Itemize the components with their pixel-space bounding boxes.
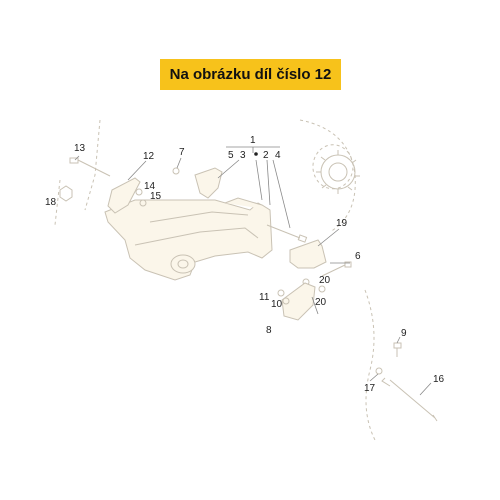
part-17-nut [375,367,383,375]
part-number-banner: Na obrázku díl číslo 12 [160,59,341,90]
callout-1: 1 [250,135,256,146]
callout-17: 17 [364,383,376,394]
callout-8: 8 [266,325,272,336]
part-15-washer [139,199,147,207]
callout-13: 13 [74,143,86,154]
callout-5: 5 [228,150,234,161]
part-16-axle [381,377,438,422]
part-20-nut-b [318,285,326,293]
part-13-bolt [69,157,111,177]
callout-15: 15 [150,191,162,202]
callout-labels: 1 5 3 2 4 13 12 7 14 15 18 19 6 20 11 10… [45,135,445,394]
callout-dot [254,152,258,156]
callout-7: 7 [179,147,185,158]
callout-3: 3 [240,150,246,161]
part-4-bolt [266,224,308,243]
callout-11: 11 [259,292,270,303]
callout-10: 10 [271,299,283,310]
part-10-washer [282,297,290,305]
callout-2: 2 [263,150,269,161]
callout-4: 4 [275,150,281,161]
callout-6: 6 [355,251,361,262]
leader-lines [74,146,432,396]
hub-gear-outline [316,150,360,194]
part-18-nut [59,185,73,202]
callout-20: 20 [315,297,327,308]
part-12-bracket [107,177,141,214]
part-9-bolt [393,342,402,357]
callout-20: 20 [319,275,331,286]
swing-arm [104,197,273,281]
callout-19: 19 [336,218,348,229]
part-8-plate [281,282,316,321]
callout-12: 12 [143,151,155,162]
callout-9: 9 [401,328,407,339]
callout-18: 18 [45,197,57,208]
part-14-washer [135,188,143,196]
part-11-washer [277,289,285,297]
part-19-bracket [289,239,327,269]
callout-14: 14 [144,181,156,192]
linkage-plate [194,167,223,199]
callout-16: 16 [433,374,445,385]
part-7-washer [172,167,180,175]
part-6-bolt [321,261,352,277]
